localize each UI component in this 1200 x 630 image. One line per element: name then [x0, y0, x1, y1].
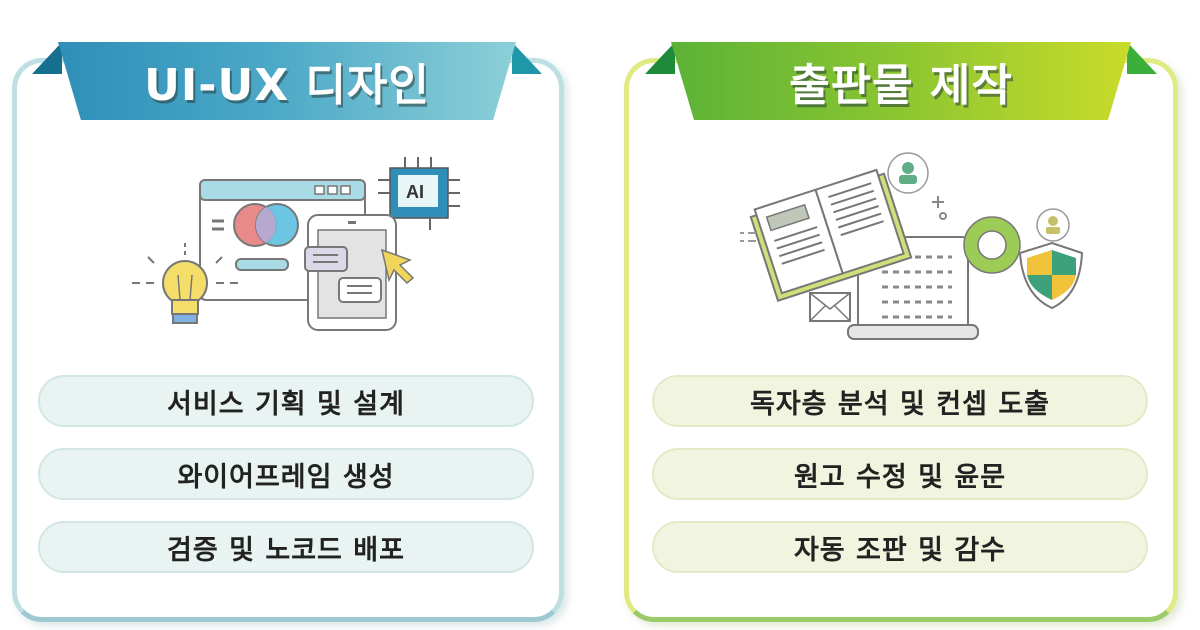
ui-ux-design-items: 서비스 기획 및 설계 와이어프레임 생성 검증 및 노코드 배포: [38, 375, 534, 573]
panel-title: UI-UX 디자인: [144, 60, 430, 111]
panel-title: 출판물 제작: [789, 60, 1013, 111]
publication-illustration: [730, 145, 1100, 345]
ribbon-banner: UI-UX 디자인: [58, 42, 516, 120]
list-item: 원고 수정 및 윤문: [652, 448, 1148, 500]
list-item: 서비스 기획 및 설계: [38, 375, 534, 427]
publication-ribbon: 출판물 제작: [645, 42, 1157, 122]
list-item: 와이어프레임 생성: [38, 448, 534, 500]
list-item: 자동 조판 및 감수: [652, 521, 1148, 573]
ribbon-fold-left: [32, 42, 62, 74]
ui-ux-design-illustration: AI: [110, 145, 470, 340]
ribbon-fold-right: [512, 42, 542, 74]
ribbon-fold-right: [1127, 42, 1157, 74]
ribbon-fold-left: [645, 42, 675, 74]
list-item: 검증 및 노코드 배포: [38, 521, 534, 573]
publication-items: 독자층 분석 및 컨셉 도출 원고 수정 및 윤문 자동 조판 및 감수: [652, 375, 1148, 573]
ui-ux-design-ribbon: UI-UX 디자인: [32, 42, 542, 122]
list-item: 독자층 분석 및 컨셉 도출: [652, 375, 1148, 427]
ribbon-banner: 출판물 제작: [671, 42, 1131, 120]
svg-text:AI: AI: [406, 182, 424, 202]
